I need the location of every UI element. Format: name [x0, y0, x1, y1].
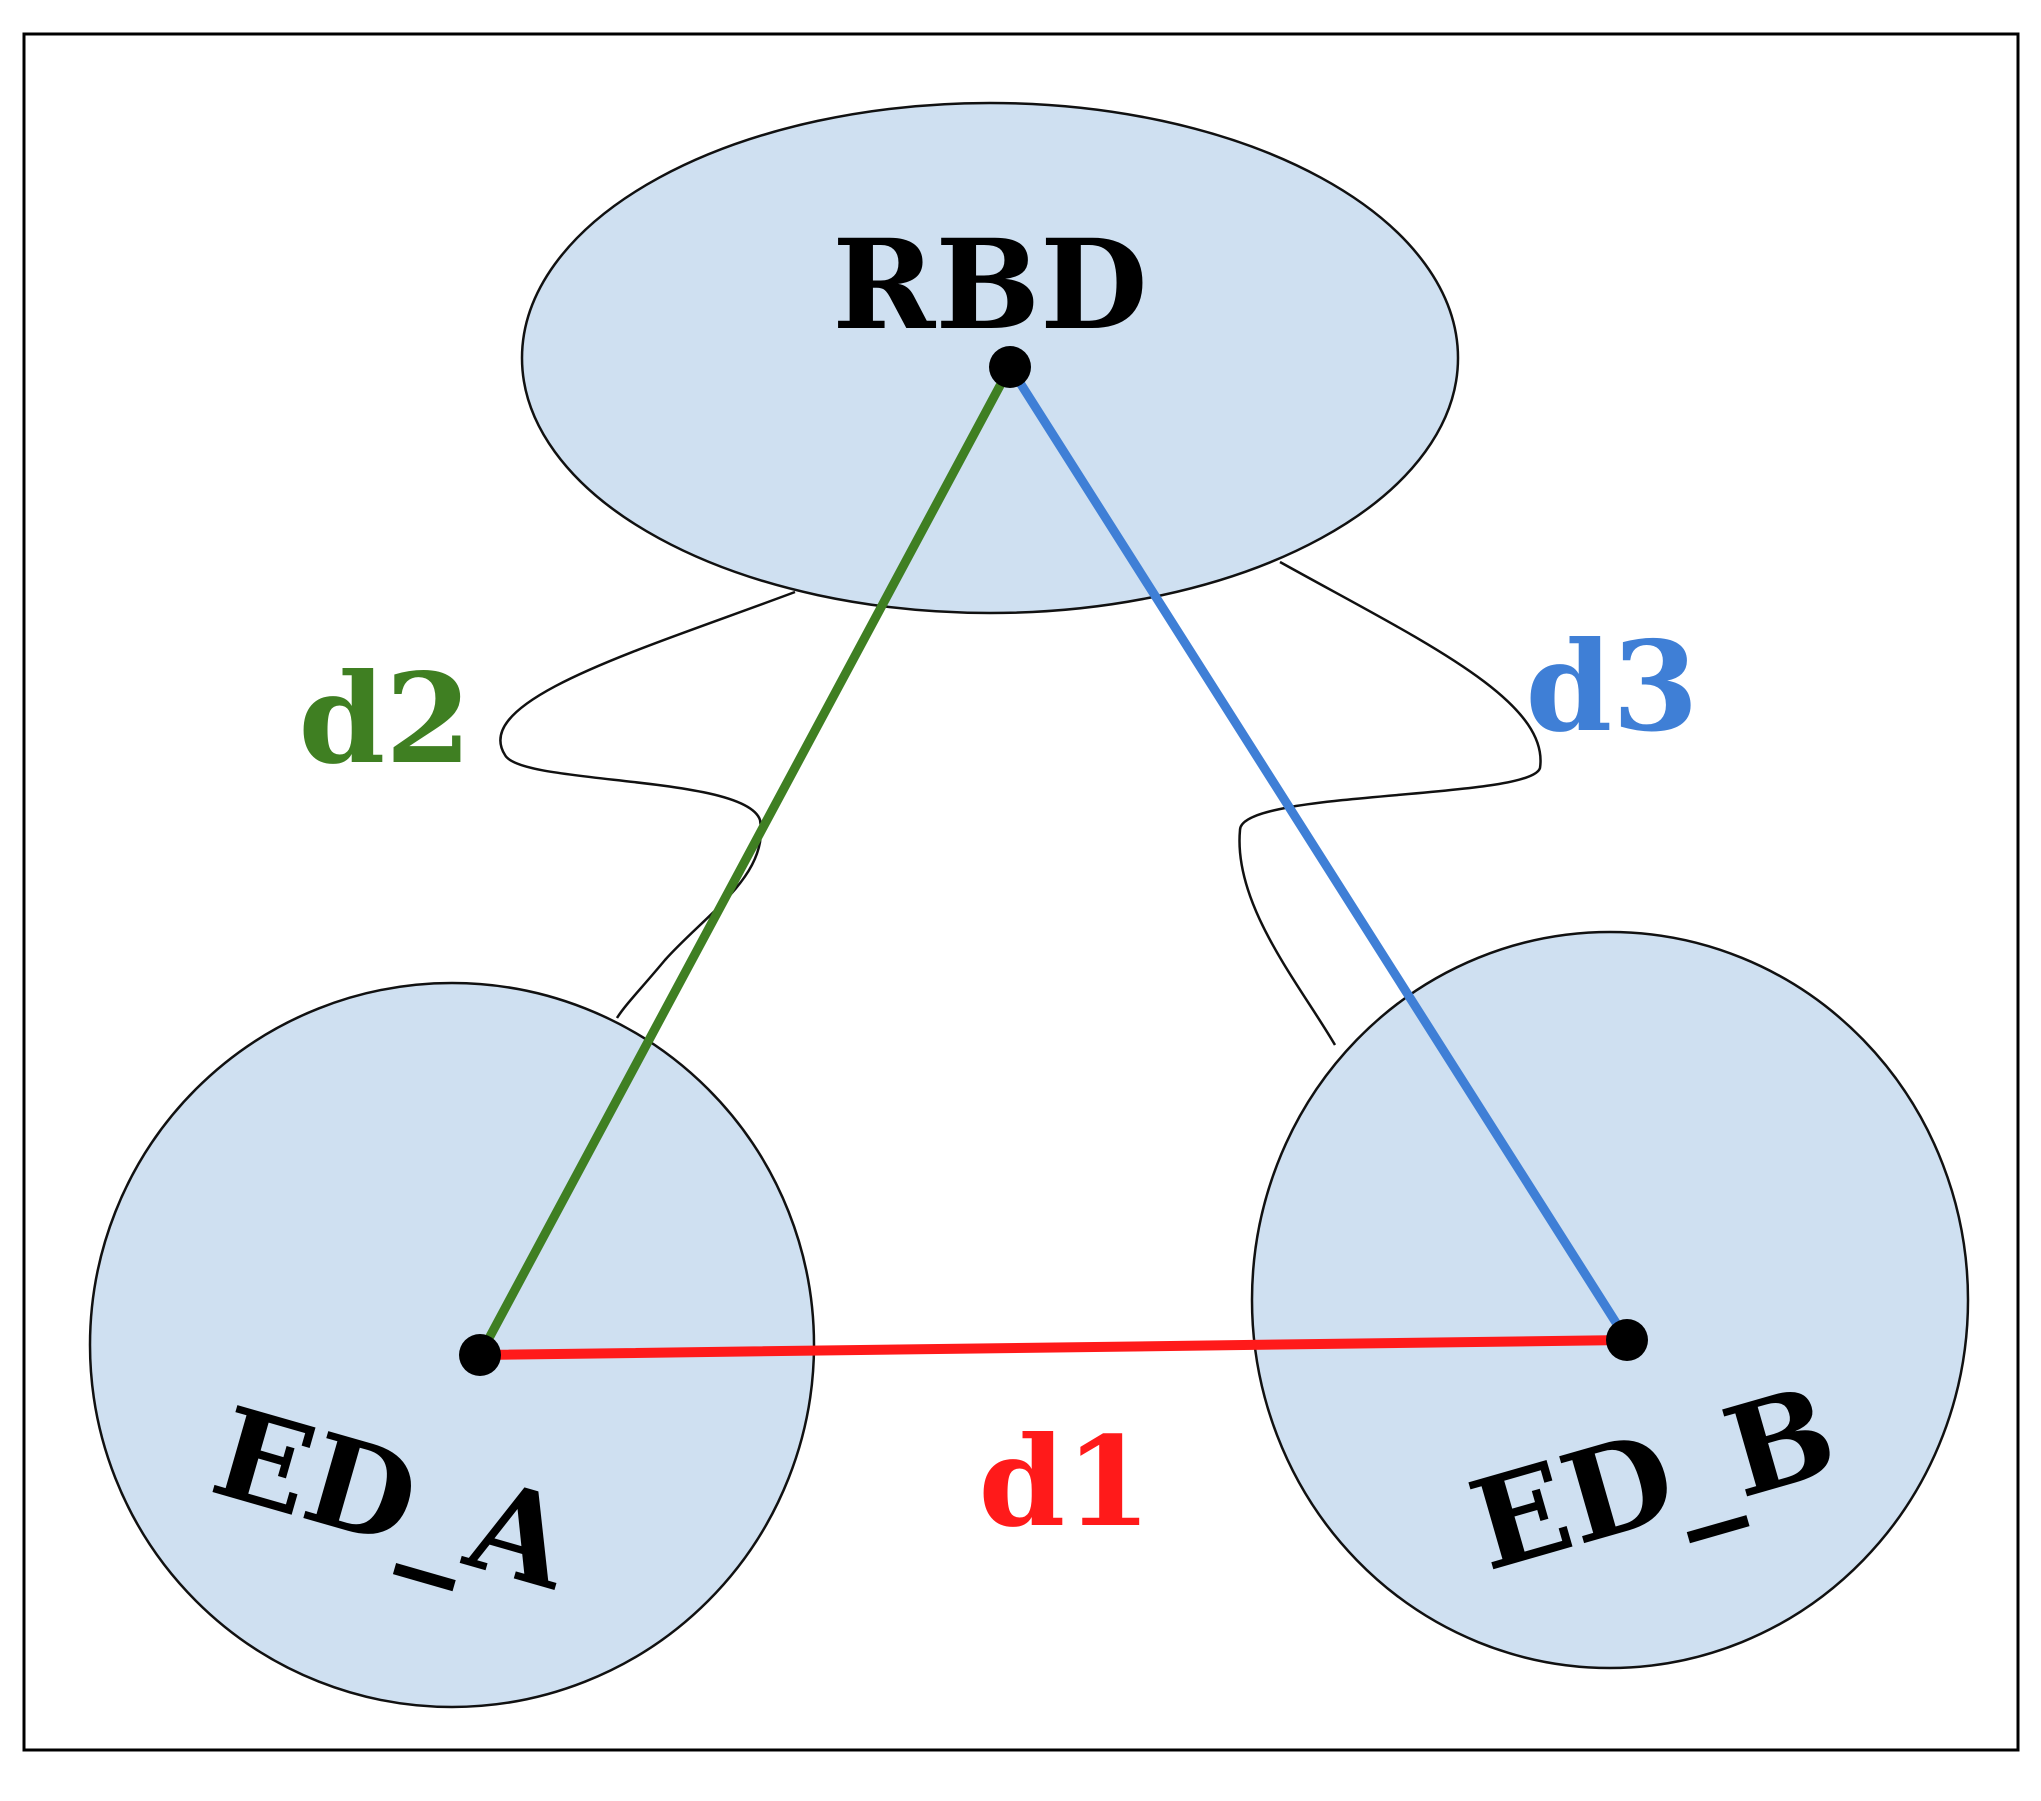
ed-a-node — [88, 981, 816, 1709]
rbd-node — [520, 101, 1460, 615]
rbd-label: RBD — [832, 213, 1147, 358]
d2-label: d2 — [299, 647, 472, 792]
d3-label: d3 — [1526, 615, 1699, 760]
right-connector-curve — [1238, 560, 1542, 1046]
edge-d1 — [475, 1335, 1632, 1360]
d1-label: d1 — [979, 1410, 1152, 1555]
ed-b-center-point — [1606, 1319, 1648, 1361]
edge-d2 — [475, 362, 1015, 1360]
edge-d3 — [1005, 362, 1632, 1345]
ed-b-node — [1250, 930, 1970, 1670]
rbd-center-point — [989, 346, 1031, 388]
left-connector-curve — [499, 590, 796, 1019]
ed-a-center-point — [459, 1334, 501, 1376]
